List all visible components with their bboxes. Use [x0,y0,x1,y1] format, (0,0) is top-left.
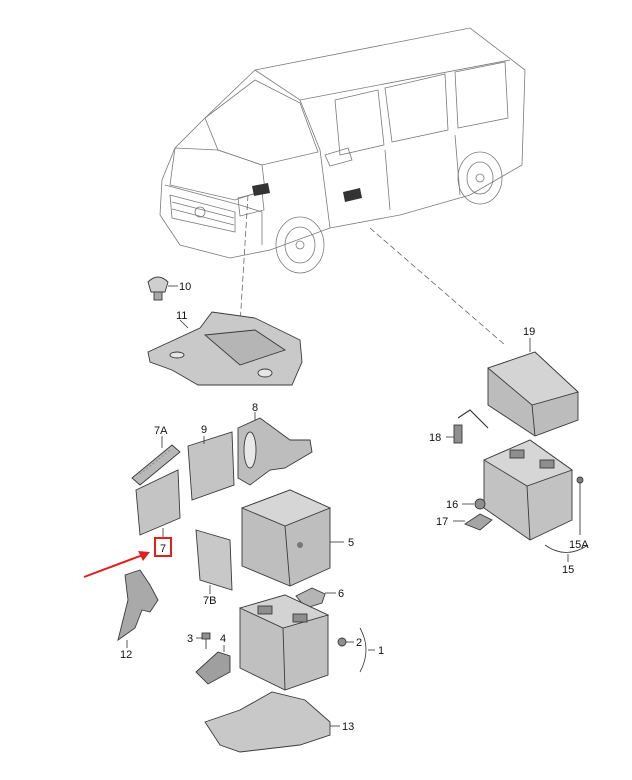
part-11-cover [147,311,303,386]
highlight-annotation [83,537,172,578]
callout-17: 17 [436,516,448,528]
callout-7: 7 [160,543,166,555]
callout-3: 3 [187,633,193,645]
callout-19: 19 [523,326,535,338]
part-7b-panel [195,529,233,594]
red-arrow-icon [83,552,149,578]
callout-7a: 7A [154,425,168,437]
part-8-holder [237,412,313,486]
callout-15a: 15A [569,539,589,551]
part-15a-screw [576,476,584,535]
battery-location-marker [252,183,270,196]
callout-11: 11 [176,310,187,322]
part-12-bracket [117,569,159,648]
part-13-tray [204,691,340,753]
part-5-battery [240,489,344,587]
part-3-screw [196,632,211,649]
callout-10: 10 [179,281,191,293]
part-4-holddown [195,645,231,685]
callout-8: 8 [252,402,258,414]
part-2-bolt [337,637,354,647]
callout-1: 1 [378,645,384,657]
part-7a-strip [131,436,181,486]
callout-12: 12 [120,649,132,661]
callout-13: 13 [342,721,354,733]
callout-5: 5 [348,537,354,549]
callout-6: 6 [338,588,344,600]
part-1-battery [238,594,375,691]
callout-18: 18 [429,432,441,444]
callout-7b: 7B [203,595,216,607]
battery-location-marker [343,188,362,202]
arrowhead-icon [138,551,150,561]
callout-9: 9 [201,424,207,436]
van-illustration [159,27,526,346]
callout-15: 15 [562,564,574,576]
part-15-battery [483,439,589,562]
part-18-sensor [446,409,489,444]
part-17-clamp [453,513,493,531]
part-10-clip [147,276,178,301]
part-16-nut [462,498,486,510]
part-7-pad [135,469,181,538]
highlight-box [154,537,172,557]
callout-16: 16 [446,499,458,511]
callout-2: 2 [356,637,362,649]
part-9-panel [187,431,235,501]
callout-4: 4 [220,633,226,645]
part-19-battery [487,338,579,437]
